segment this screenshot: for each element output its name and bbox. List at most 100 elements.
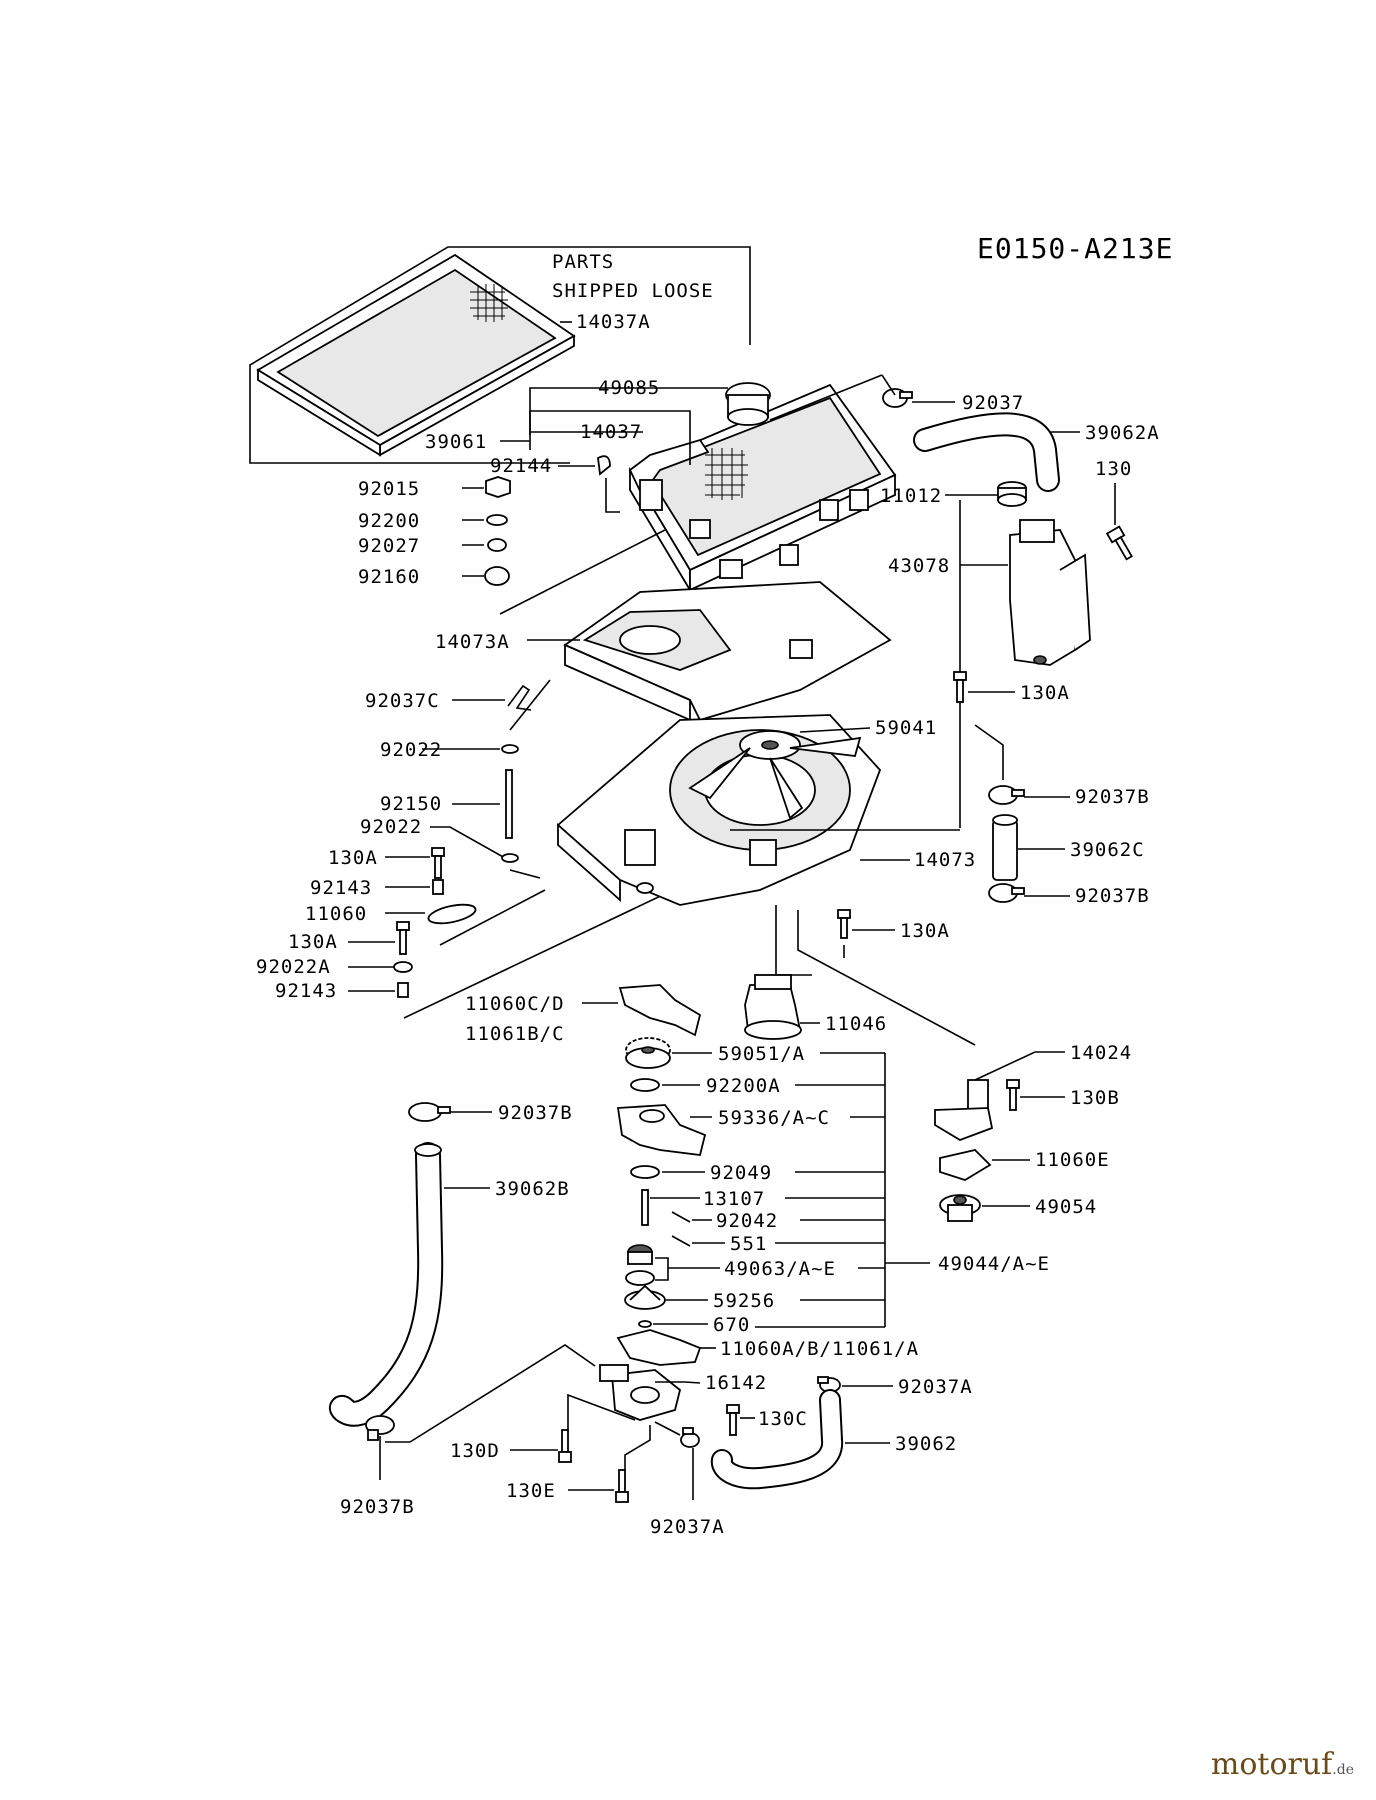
- label-39062C: 39062C: [1070, 839, 1145, 861]
- label-59256: 59256: [713, 1290, 775, 1312]
- clamp-92037B-d-part: [365, 1415, 395, 1441]
- radiator-part: [628, 382, 897, 594]
- label-11060CD: 11060C/D: [465, 993, 565, 1015]
- label-92160: 92160: [358, 566, 420, 588]
- label-39062B: 39062B: [495, 1178, 570, 1200]
- hose-39062C-part: [992, 814, 1018, 881]
- washer-92022-lower-part: [501, 853, 519, 863]
- label-92037B-a: 92037B: [1075, 786, 1150, 808]
- label-130D: 130D: [450, 1440, 500, 1462]
- clamp-92037B-c-part: [408, 1102, 451, 1122]
- housing-11046-part: [744, 974, 802, 1040]
- clamp-92037A-a-part: [817, 1376, 841, 1393]
- grommet-92160-part: [484, 566, 510, 586]
- label-11012: 11012: [880, 485, 942, 507]
- bolt-130-part: [1105, 525, 1133, 561]
- bolt-130D-part: [558, 1429, 572, 1463]
- label-49085: 49085: [598, 377, 660, 399]
- label-92037A-b: 92037A: [650, 1516, 725, 1538]
- gear-59051-part: [625, 1037, 671, 1069]
- clip-92144-part: [597, 455, 611, 476]
- label-11060A: 11060A/B/11061/A: [720, 1338, 919, 1360]
- label-39062A: 39062A: [1085, 422, 1160, 444]
- label-670: 670: [713, 1314, 750, 1336]
- label-43078: 43078: [888, 555, 950, 577]
- label-92037B-d: 92037B: [340, 1496, 415, 1518]
- collar-92143-b-part: [397, 982, 409, 998]
- label-39061: 39061: [425, 431, 487, 453]
- label-92037C: 92037C: [365, 690, 440, 712]
- label-130A-d: 130A: [900, 920, 950, 942]
- label-92150: 92150: [380, 793, 442, 815]
- label-130C: 130C: [758, 1408, 808, 1430]
- thermostat-49054-part: [939, 1194, 981, 1222]
- watermark-tld: .de: [1332, 1762, 1354, 1778]
- fan-59041-part: [688, 730, 862, 820]
- label-130E: 130E: [506, 1480, 556, 1502]
- pump-body-59336-part: [616, 1104, 707, 1156]
- label-49044: 49044/A~E: [938, 1253, 1050, 1275]
- washer-92200A-part: [630, 1078, 660, 1092]
- label-130A-c: 130A: [1020, 682, 1070, 704]
- label-14037A: 14037A: [576, 311, 651, 333]
- collar-92143-a-part: [432, 879, 444, 895]
- shaft-13107-part: [641, 1189, 649, 1226]
- reservoir-43078-part: [1009, 519, 1091, 666]
- screen-cover-part: [256, 253, 576, 457]
- washer-92200-part: [486, 514, 508, 526]
- stud-92150-part: [505, 769, 513, 839]
- label-92037A-a: 92037A: [898, 1376, 973, 1398]
- gasket-11060E-part: [939, 1149, 992, 1181]
- label-92143-a: 92143: [310, 877, 372, 899]
- note-parts: PARTS: [552, 251, 614, 273]
- label-14037: 14037: [580, 421, 642, 443]
- seal-49063-part: [625, 1244, 655, 1286]
- label-11061BC: 11061B/C: [465, 1023, 565, 1045]
- shroud-upper-part: [563, 581, 892, 722]
- gasket-11060-part: [427, 903, 477, 925]
- label-130A-b: 130A: [288, 931, 338, 953]
- impeller-59256-part: [624, 1284, 666, 1310]
- label-92037: 92037: [962, 392, 1024, 414]
- clamp-92037-part: [882, 388, 913, 408]
- screen-mesh: [470, 284, 508, 322]
- label-92143-b: 92143: [275, 980, 337, 1002]
- label-14024: 14024: [1070, 1042, 1132, 1064]
- pin-551-part: [671, 1235, 691, 1247]
- label-92037B-c: 92037B: [498, 1102, 573, 1124]
- label-49054: 49054: [1035, 1196, 1097, 1218]
- nut-92015-part: [485, 476, 511, 498]
- bolt-130C-part: [726, 1404, 740, 1436]
- pin-92042-part: [671, 1211, 691, 1223]
- site-watermark: motoruf.de: [1211, 1747, 1354, 1782]
- clamp-92037B-a-part: [988, 785, 1025, 805]
- shipped-loose-box: PARTS SHIPPED LOOSE: [249, 246, 751, 464]
- bolt-130B-part: [1006, 1079, 1020, 1111]
- label-92015: 92015: [358, 478, 420, 500]
- seal-92049-part: [630, 1165, 660, 1179]
- label-14073A: 14073A: [435, 631, 510, 653]
- label-130: 130: [1095, 458, 1132, 480]
- clamp-92037A-b-part: [680, 1427, 700, 1448]
- hose-39062B-part: [328, 1142, 444, 1427]
- label-130A-a: 130A: [328, 847, 378, 869]
- label-92037B-b: 92037B: [1075, 885, 1150, 907]
- shroud-lower-part: [556, 714, 882, 906]
- bolt-130A-c-part: [953, 671, 967, 703]
- label-13107: 13107: [703, 1188, 765, 1210]
- label-92200A: 92200A: [706, 1075, 781, 1097]
- label-49063: 49063/A~E: [724, 1258, 836, 1280]
- label-92049: 92049: [710, 1162, 772, 1184]
- label-92042: 92042: [716, 1210, 778, 1232]
- label-14073: 14073: [914, 849, 976, 871]
- bolt-130A-b-part: [396, 921, 410, 955]
- oring-670-part: [638, 1320, 652, 1328]
- label-16142: 16142: [705, 1372, 767, 1394]
- label-130B: 130B: [1070, 1087, 1120, 1109]
- washer-92022A-part: [393, 961, 413, 973]
- washer-92022-upper-part: [501, 744, 519, 754]
- label-92200: 92200: [358, 510, 420, 532]
- watermark-name: motoruf: [1210, 1747, 1333, 1782]
- bolt-130A-d-part: [837, 909, 851, 939]
- diagram-code: E0150-A213E: [977, 232, 1173, 265]
